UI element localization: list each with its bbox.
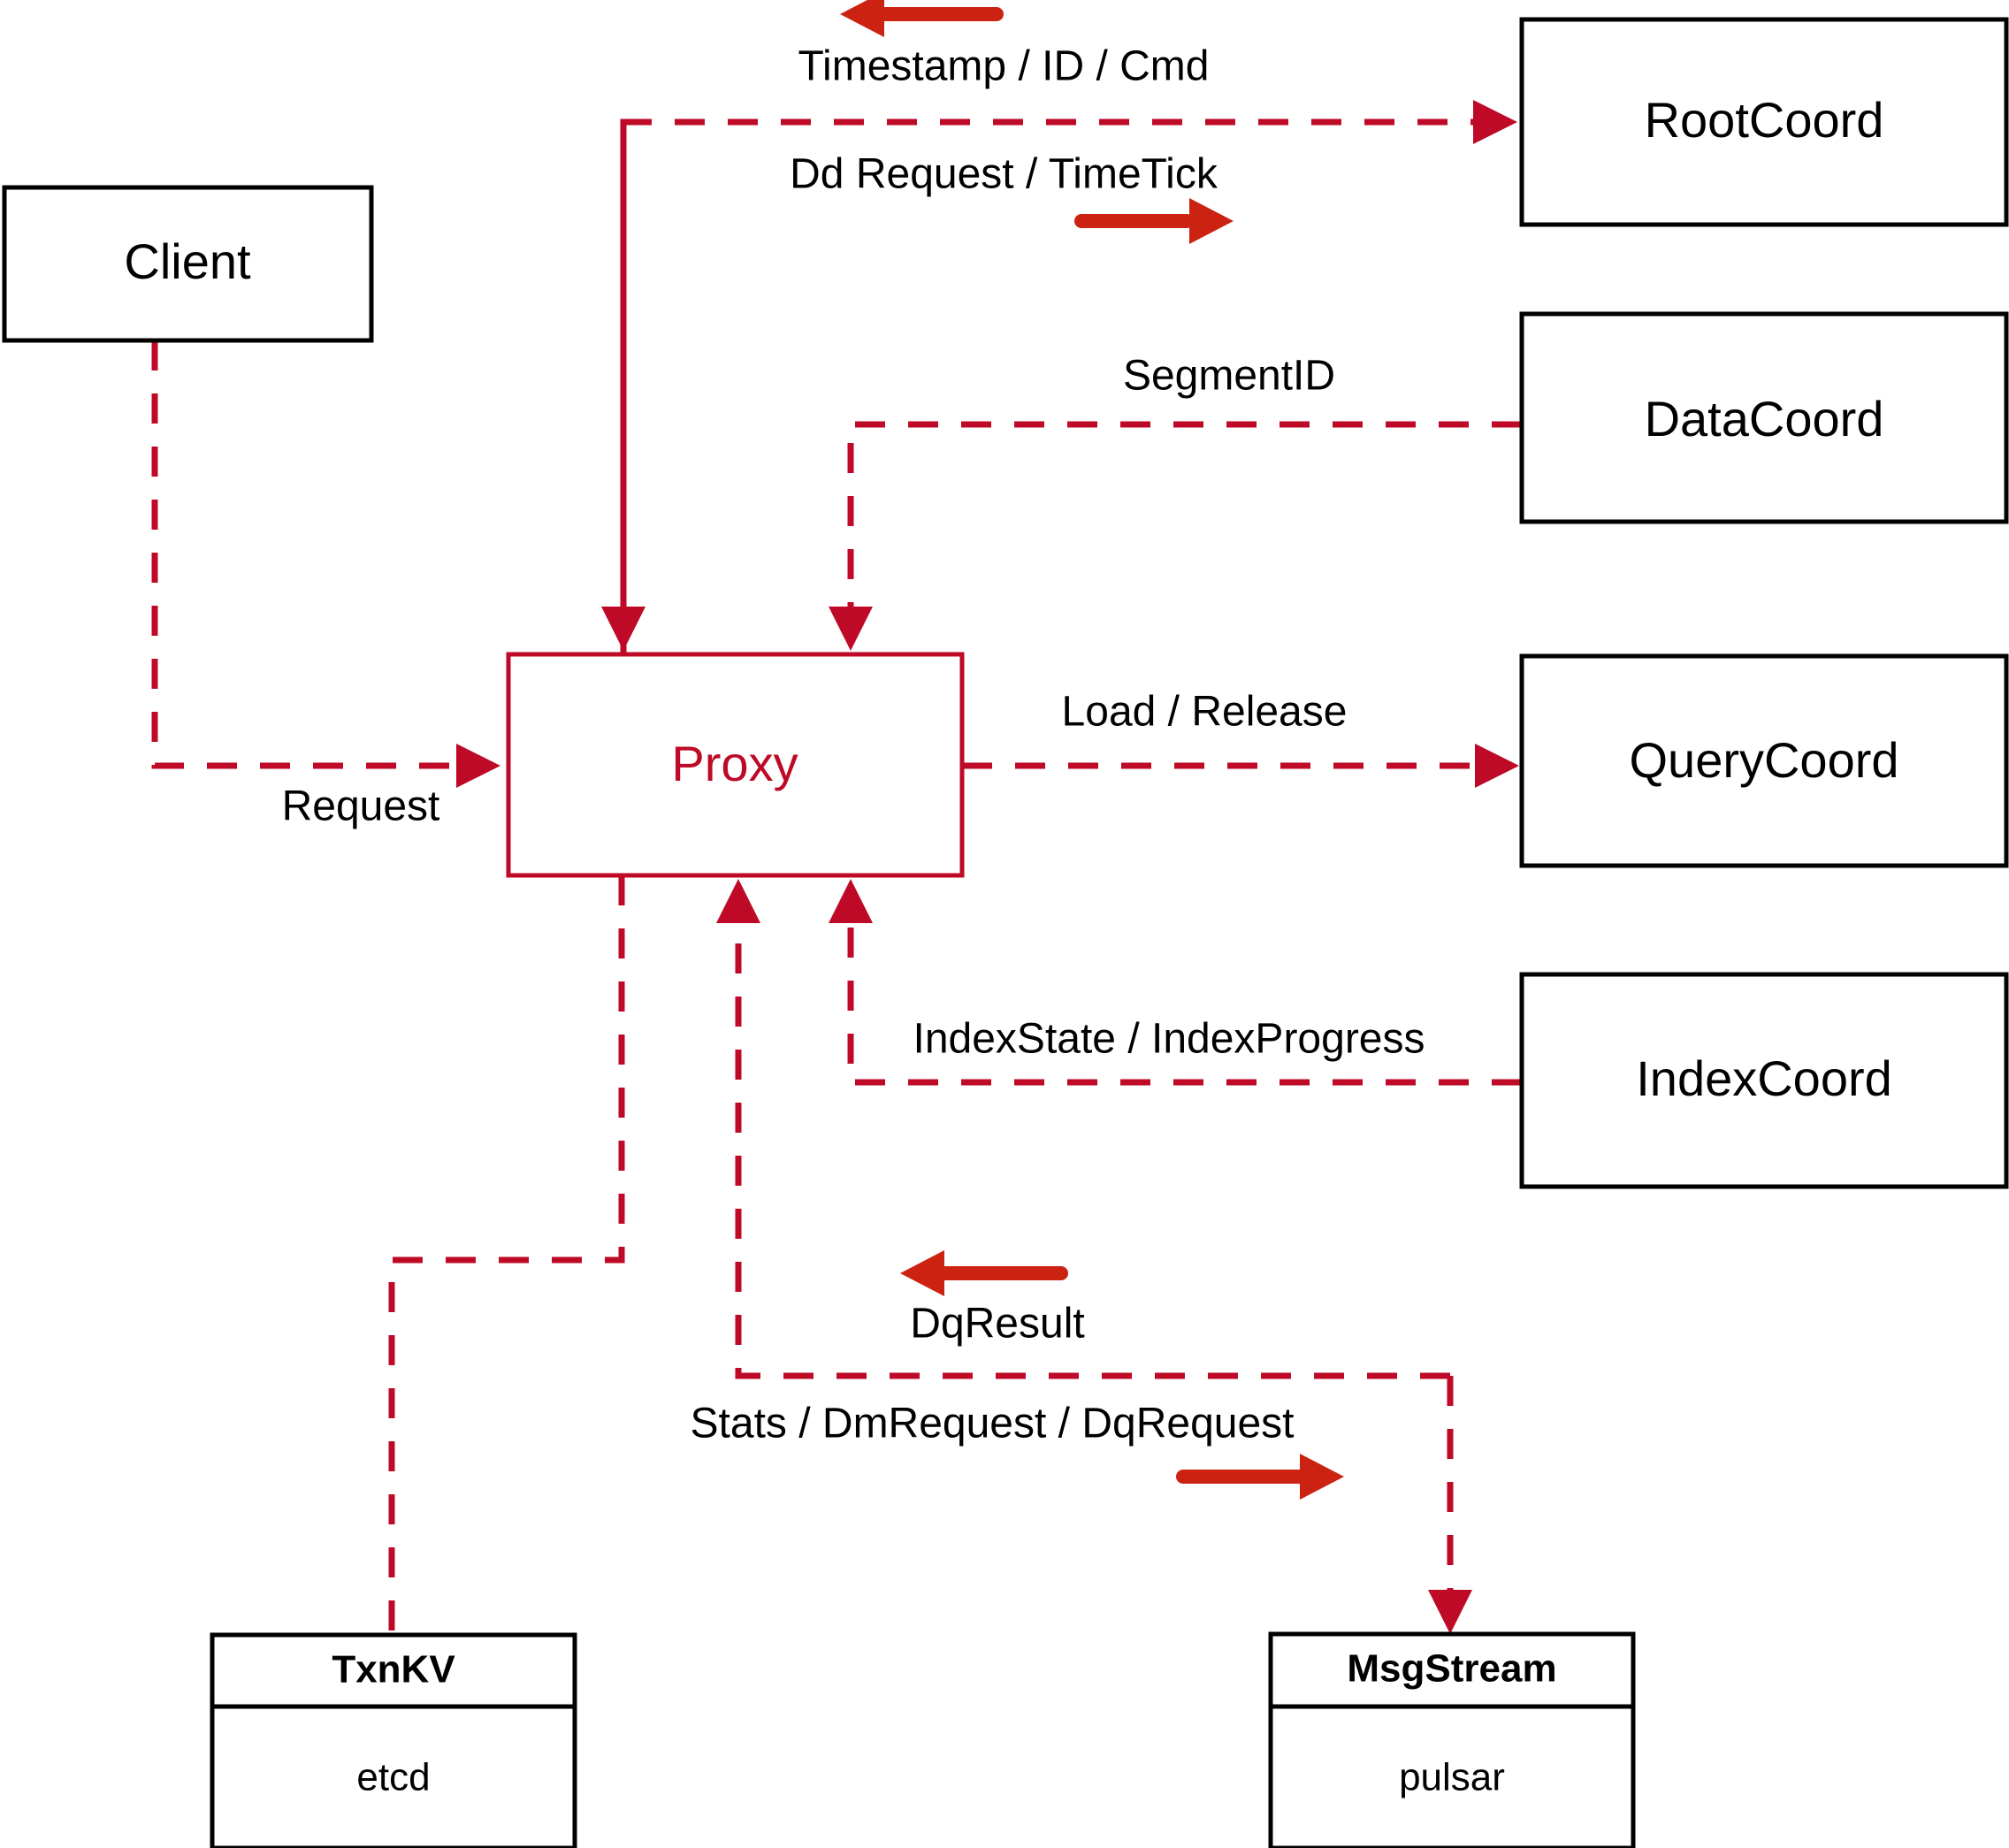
node-proxy-label: Proxy [671, 736, 798, 791]
arrowhead-rootcoord-to-proxy [601, 607, 645, 651]
edge-msgstream-to-proxy [735, 911, 1450, 1379]
arrowhead-proxy-to-querycoord [1475, 744, 1519, 788]
edge-label-stats-dm-dq-request: Stats / DmRequest / DqRequest [691, 1401, 1295, 1447]
arrowhead-msgstream-to-proxy [716, 879, 760, 923]
node-txnkv[interactable]: TxnKV etcd [210, 1632, 577, 1848]
arrowhead-proxy-to-rootcoord [1473, 100, 1517, 144]
edge-label-segment-id: SegmentID [1123, 353, 1335, 400]
arrow-right-icon-ddrequest [1074, 198, 1234, 244]
node-msgstream-label: MsgStream [1347, 1647, 1556, 1691]
arrowhead-proxy-to-msgstream [1428, 1590, 1472, 1634]
node-datacoord-label: DataCoord [1645, 391, 1884, 447]
node-msgstream[interactable]: MsgStream pulsar [1268, 1631, 1636, 1848]
node-rootcoord[interactable]: RootCoord [1519, 17, 2009, 227]
node-txnkv-impl: etcd [356, 1756, 430, 1799]
edge-label-index-state-progress: IndexState / IndexProgress [913, 1016, 1425, 1063]
node-msgstream-impl: pulsar [1399, 1756, 1505, 1799]
node-rootcoord-label: RootCoord [1645, 92, 1884, 148]
node-datacoord[interactable]: DataCoord [1519, 311, 2009, 524]
edge-proxy-to-txnkv [388, 875, 625, 1635]
arrow-left-icon-dqresult [900, 1250, 1068, 1296]
node-querycoord-label: QueryCoord [1629, 732, 1898, 788]
arrowhead-client-to-proxy [456, 744, 500, 788]
node-indexcoord[interactable]: IndexCoord [1519, 972, 2009, 1189]
edge-indexcoord-to-proxy [847, 911, 1522, 1086]
node-querycoord[interactable]: QueryCoord [1519, 653, 2009, 868]
edge-client-to-proxy [151, 287, 477, 769]
node-proxy[interactable]: Proxy [506, 652, 965, 878]
arrow-left-icon-timestamp [840, 0, 1004, 37]
edge-label-dd-request-timetick: Dd Request / TimeTick [790, 151, 1218, 198]
edge-datacoord-to-proxy [847, 421, 1522, 619]
node-client[interactable]: Client [2, 185, 374, 343]
edge-label-dq-result: DqResult [910, 1301, 1084, 1348]
edge-proxy-to-rootcoord [620, 118, 1486, 654]
arrow-right-icon-stats [1176, 1454, 1344, 1500]
arrowhead-indexcoord-to-proxy [829, 879, 873, 923]
edge-label-request: Request [282, 783, 440, 830]
node-txnkv-label: TxnKV [332, 1648, 455, 1691]
node-indexcoord-label: IndexCoord [1636, 1050, 1892, 1106]
node-client-label: Client [124, 233, 251, 289]
edge-label-load-release: Load / Release [1062, 689, 1348, 736]
arrowhead-datacoord-to-proxy [829, 607, 873, 651]
edge-label-timestamp-id-cmd: Timestamp / ID / Cmd [798, 43, 1210, 90]
